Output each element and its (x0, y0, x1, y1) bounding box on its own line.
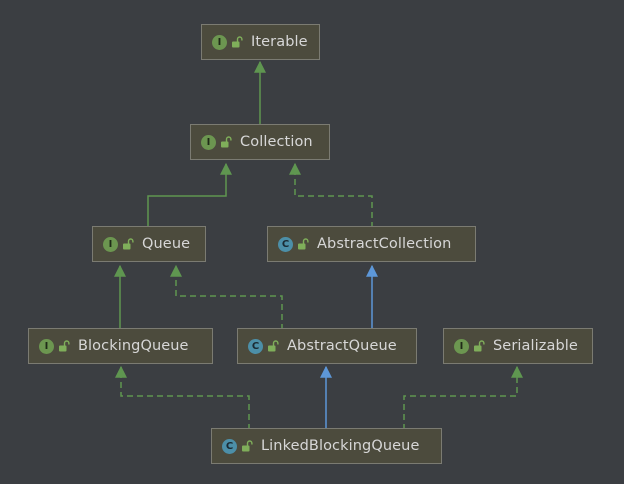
edge-abstractcollection-collection (289, 162, 373, 228)
interface-icon: I (103, 236, 118, 252)
node-abstract-collection[interactable]: C AbstractCollection (267, 226, 476, 262)
unlocked-icon (221, 136, 232, 148)
class-icon: C (222, 438, 237, 454)
node-label: Queue (142, 236, 191, 252)
unlocked-icon (123, 238, 134, 250)
unlocked-icon (232, 36, 243, 48)
node-queue[interactable]: I Queue (92, 226, 206, 262)
node-label: Serializable (493, 338, 578, 354)
interface-icon: I (212, 34, 227, 50)
node-collection[interactable]: I Collection (190, 124, 330, 160)
node-abstract-queue[interactable]: C AbstractQueue (237, 328, 417, 364)
edge-abstractqueue-queue (170, 264, 283, 330)
interface-icon: I (201, 134, 216, 150)
class-icon: C (278, 236, 293, 252)
node-label: AbstractQueue (287, 338, 397, 354)
class-icon: C (248, 338, 263, 354)
node-label: AbstractCollection (317, 236, 452, 252)
node-label: Collection (240, 134, 313, 150)
unlocked-icon (474, 340, 485, 352)
node-label: Iterable (251, 34, 308, 50)
unlocked-icon (242, 440, 253, 452)
edge-queue-collection (147, 162, 232, 228)
unlocked-icon (298, 238, 309, 250)
unlocked-icon (268, 340, 279, 352)
node-iterable[interactable]: I Iterable (201, 24, 320, 60)
node-label: BlockingQueue (78, 338, 189, 354)
edge-linkedblockingqueue-serializable (403, 365, 523, 430)
node-serializable[interactable]: I Serializable (443, 328, 593, 364)
node-label: LinkedBlockingQueue (261, 438, 420, 454)
unlocked-icon (59, 340, 70, 352)
interface-icon: I (39, 338, 54, 354)
node-blocking-queue[interactable]: I BlockingQueue (28, 328, 213, 364)
edge-linkedblockingqueue-blockingqueue (115, 365, 250, 430)
interface-icon: I (454, 338, 469, 354)
node-linked-blocking-queue[interactable]: C LinkedBlockingQueue (211, 428, 442, 464)
